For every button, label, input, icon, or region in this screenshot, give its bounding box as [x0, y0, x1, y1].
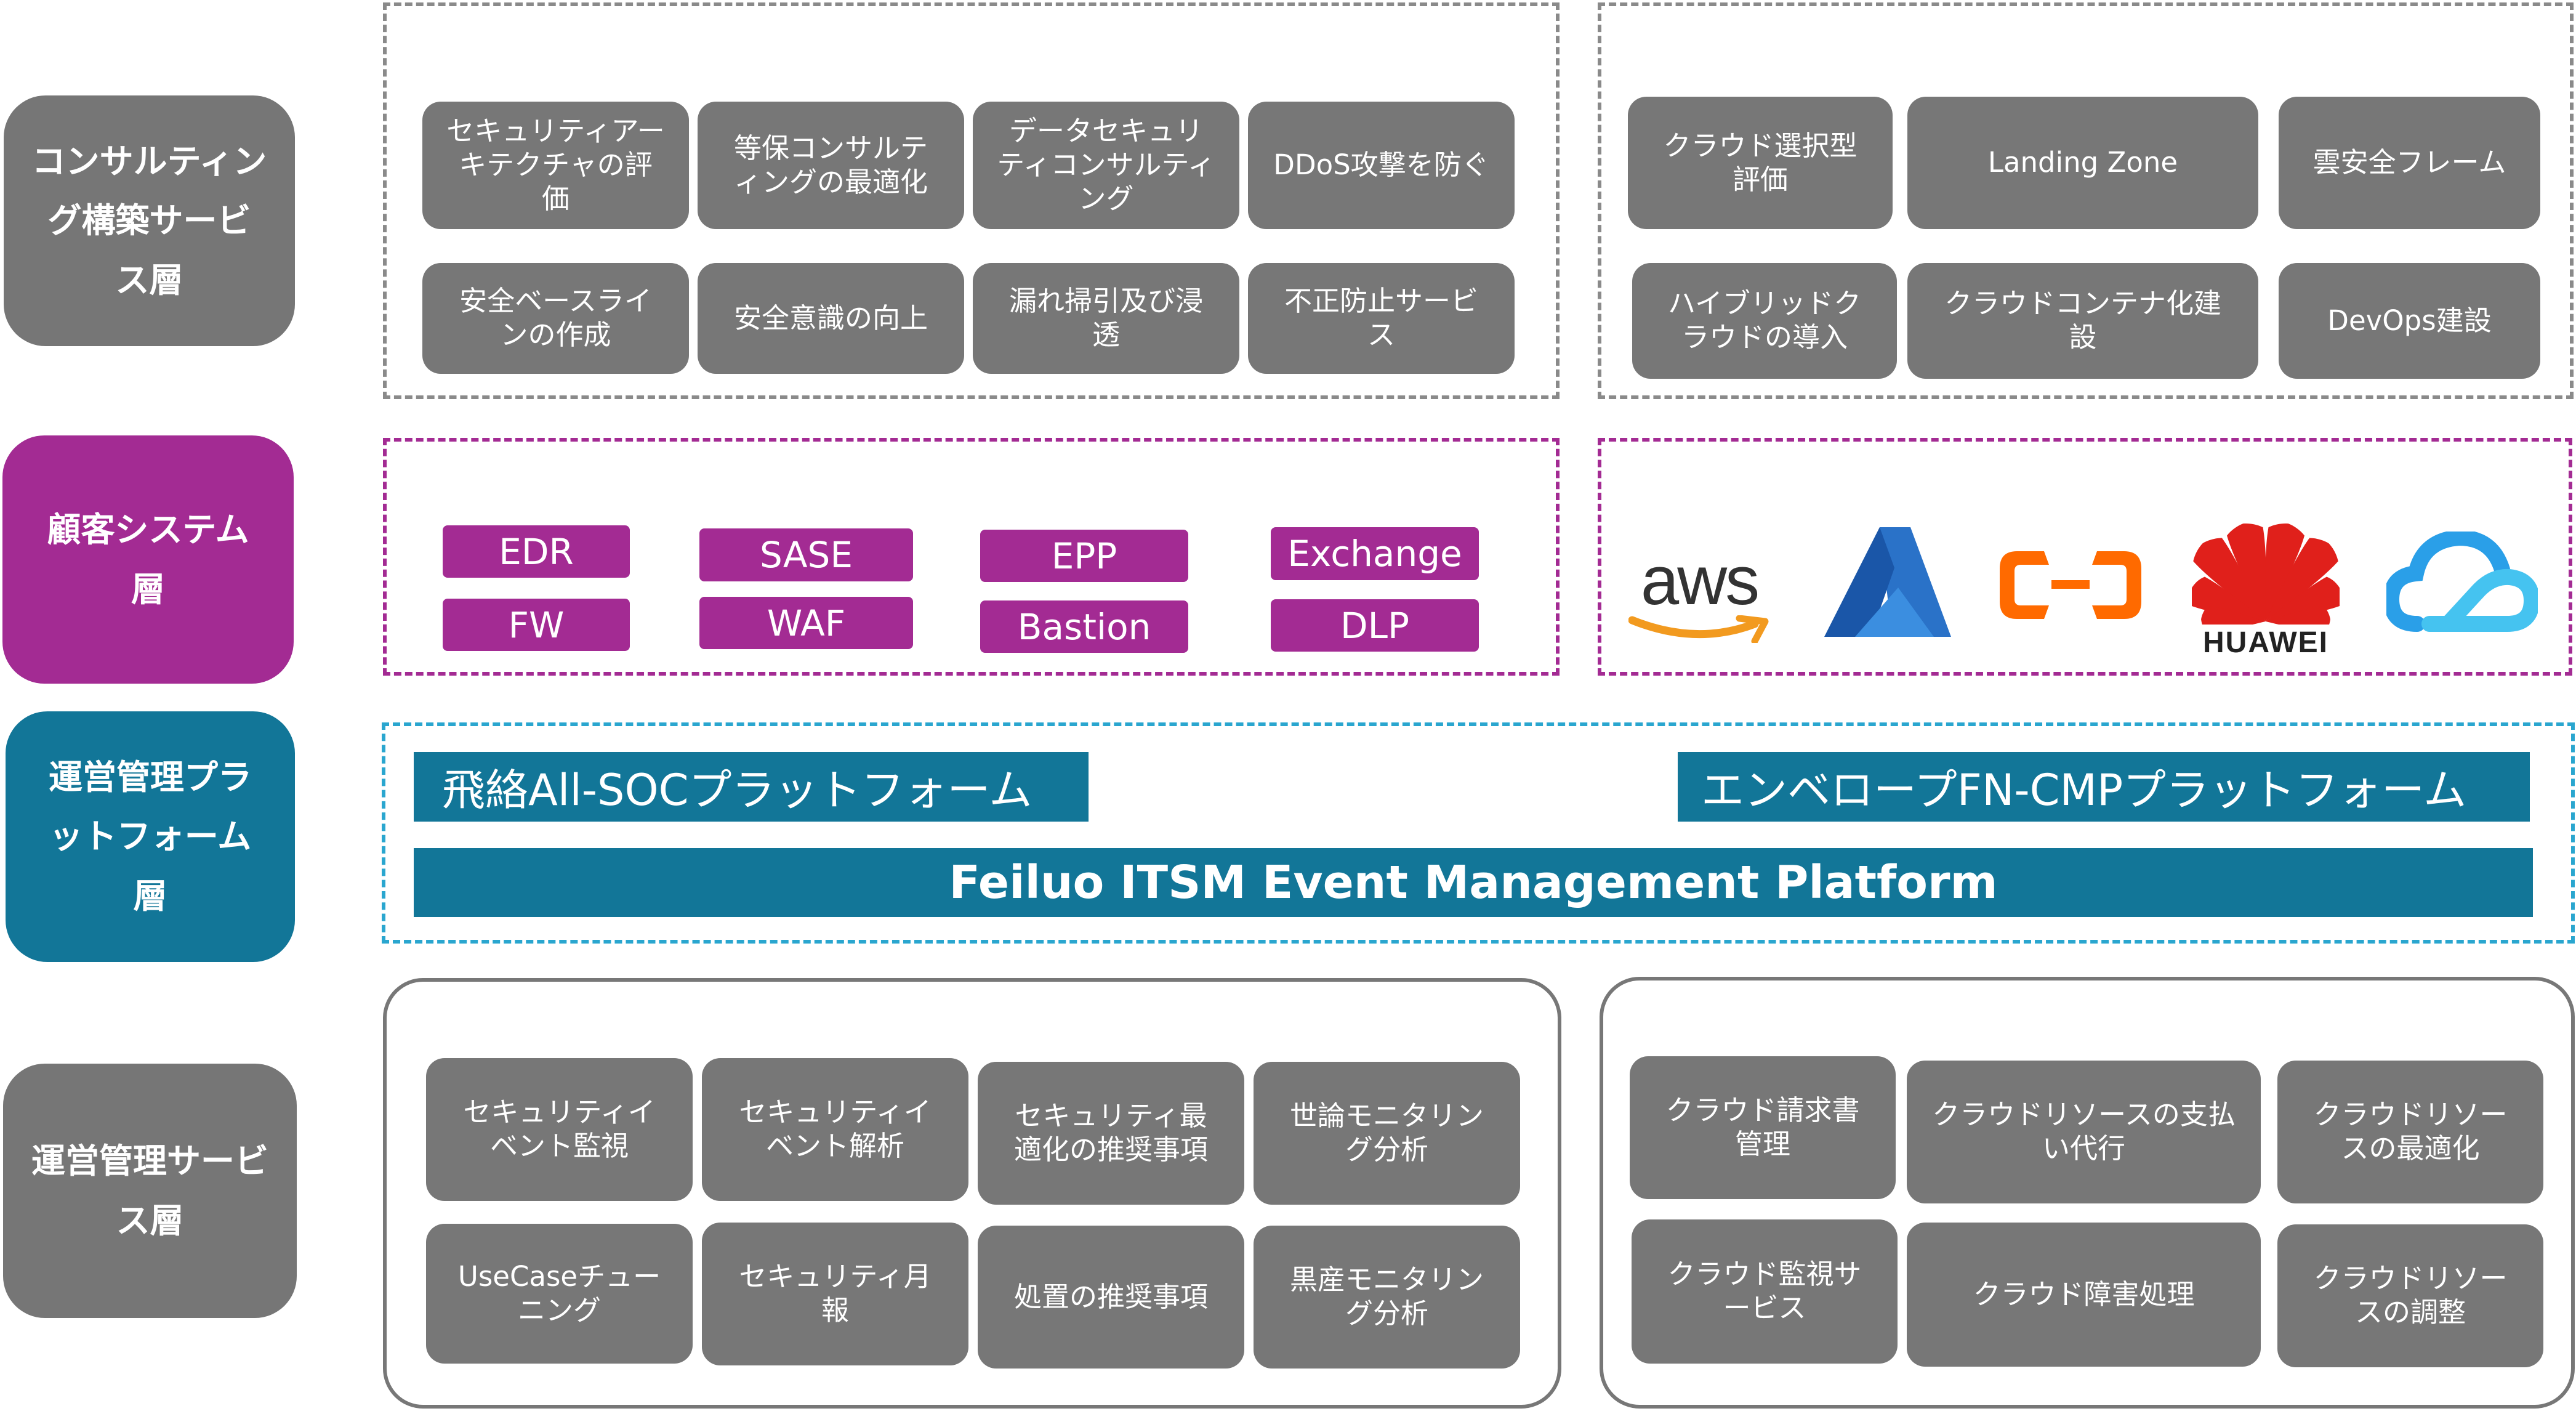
platform-box — [382, 722, 2575, 944]
tile-usecase-tuning: UseCaseチューニング — [426, 1224, 693, 1364]
tile-compliance-consulting: 等保コンサルティングの最適化 — [698, 102, 964, 229]
tile-security-monthly-report: セキュリティ月報 — [702, 1223, 968, 1365]
huawei-logo: HUAWEI — [2186, 516, 2346, 661]
tile-cloud-security-framework: 雲安全フレーム — [2279, 97, 2540, 229]
tile-response-recommendations: 処置の推奨事項 — [978, 1226, 1244, 1369]
azure-logo — [1815, 527, 1954, 639]
tile-hybrid-cloud-adoption: ハイブリッドクラウドの導入 — [1632, 263, 1897, 379]
tile-devops-construction: DevOps建設 — [2279, 263, 2540, 379]
tile-public-opinion-monitoring: 世論モニタリング分析 — [1254, 1062, 1520, 1205]
tile-cloud-resource-adjustment: クラウドリソースの調整 — [2277, 1224, 2543, 1367]
huawei-logo-text: HUAWEI — [2203, 626, 2328, 659]
alibaba-cloud-logo — [1992, 545, 2149, 625]
itsm-platform-label: Feiluo ITSM Event Management Platform — [949, 856, 1998, 909]
tile-security-awareness: 安全意識の向上 — [698, 263, 964, 374]
tile-cloud-billing-management: クラウド請求書管理 — [1630, 1056, 1896, 1199]
cmp-platform-label: エンベロープFN-CMPプラットフォーム — [1701, 765, 2467, 815]
soc-platform-bar: 飛絡All-SOCプラットフォーム — [414, 752, 1089, 822]
layer-label-platform: 運営管理プラットフォーム層 — [6, 711, 295, 962]
service-cloud-box — [1600, 977, 2575, 1409]
tencent-cloud-logo — [2385, 530, 2539, 637]
tile-security-architecture-assessment: セキュリティアーキテクチャの評価 — [422, 102, 689, 229]
tile-cloud-monitoring-service: クラウド監視サービス — [1632, 1219, 1898, 1364]
alibaba-cloud-logo-icon — [2000, 551, 2141, 619]
tile-ddos-protection: DDoS攻撃を防ぐ — [1248, 102, 1515, 229]
tile-fraud-prevention: 不正防止サービス — [1248, 263, 1515, 374]
layer-label-customer-system: 顧客システム層 — [2, 435, 294, 684]
product-edr: EDR — [443, 525, 630, 578]
tile-security-optimization-recommendations: セキュリティ最適化の推奨事項 — [978, 1062, 1244, 1205]
aws-logo: aws — [1625, 542, 1773, 647]
tile-cloud-incident-handling: クラウド障害処理 — [1907, 1223, 2261, 1367]
azure-logo-icon — [1824, 527, 1951, 637]
tile-black-market-monitoring: 黒産モニタリング分析 — [1254, 1226, 1520, 1369]
product-fw: FW — [443, 599, 630, 651]
soc-platform-label: 飛絡All-SOCプラットフォーム — [442, 765, 1032, 815]
tile-cloud-resource-optimization: クラウドリソースの最適化 — [2277, 1061, 2543, 1203]
service-security-box — [383, 978, 1561, 1409]
product-waf: WAF — [699, 597, 913, 649]
layer-label-consulting: コンサルティング構築サービス層 — [4, 95, 295, 346]
tile-security-event-analysis: セキュリティイベント解析 — [702, 1058, 968, 1201]
tile-cloud-selection-assessment: クラウド選択型評価 — [1628, 97, 1893, 229]
product-epp: EPP — [980, 530, 1188, 582]
huawei-petals-icon — [2192, 523, 2340, 625]
tile-vulnerability-scan-pentest: 漏れ掃引及び浸透 — [973, 263, 1239, 374]
consulting-security-box — [383, 2, 1560, 399]
consulting-cloud-box — [1598, 2, 2574, 399]
aws-logo-text: aws — [1640, 541, 1760, 619]
product-exchange: Exchange — [1271, 527, 1479, 580]
customer-security-products-box — [383, 438, 1560, 676]
aws-smile-icon — [1628, 615, 1769, 643]
cmp-platform-bar: エンベロープFN-CMPプラットフォーム — [1678, 752, 2530, 822]
tencent-cloud-logo-icon — [2386, 531, 2538, 632]
product-sase: SASE — [699, 528, 913, 581]
tile-data-security-consulting: データセキュリティコンサルティング — [973, 102, 1239, 229]
tile-security-baseline: 安全ベースラインの作成 — [422, 263, 689, 374]
tile-cloud-resource-payment-agency: クラウドリソースの支払い代行 — [1907, 1061, 2261, 1203]
tile-security-event-monitoring: セキュリティイベント監視 — [426, 1058, 693, 1201]
tile-landing-zone: Landing Zone — [1907, 97, 2258, 229]
layer-label-service: 運営管理サービス層 — [3, 1064, 297, 1318]
product-bastion: Bastion — [980, 600, 1188, 653]
tile-cloud-container-construction: クラウドコンテナ化建設 — [1907, 263, 2258, 379]
product-dlp: DLP — [1271, 599, 1479, 652]
itsm-platform-bar: Feiluo ITSM Event Management Platform — [414, 848, 2533, 917]
customer-cloud-providers-box — [1598, 438, 2572, 676]
